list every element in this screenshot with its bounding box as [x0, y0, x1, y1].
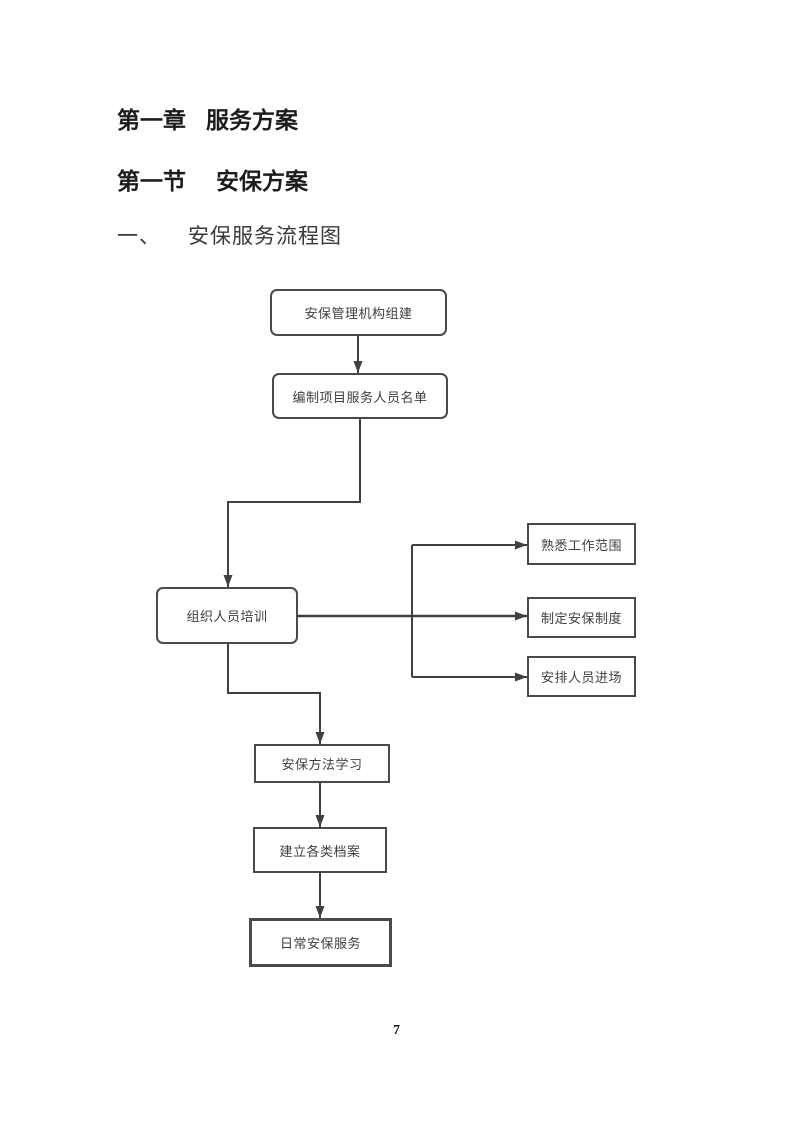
- flow-node-org-setup-label: 安保管理机构组建: [304, 306, 413, 321]
- flow-node-roster-label: 编制项目服务人员名单: [292, 389, 428, 405]
- flow-node-org-setup: 安保管理机构组建: [270, 289, 447, 336]
- chapter-heading: 第一章服务方案: [117, 101, 298, 135]
- section-number: 第一节: [117, 169, 186, 194]
- flow-node-training-label: 组织人员培训: [186, 609, 268, 624]
- flow-node-archive: 建立各类档案: [253, 827, 387, 873]
- subsection-number: 一、: [117, 224, 161, 248]
- flow-node-rules: 制定安保制度: [527, 597, 636, 638]
- subsection-heading: 一、 安保服务流程图: [117, 220, 342, 250]
- flow-node-entry: 安排人员进场: [527, 656, 636, 697]
- flow-node-training: 组织人员培训: [156, 587, 298, 644]
- flow-node-entry-label: 安排人员进场: [540, 670, 622, 685]
- flow-node-rules-label: 制定安保制度: [540, 611, 622, 626]
- chapter-title: 服务方案: [206, 108, 298, 133]
- connector-training-to-study: [227, 644, 325, 744]
- section-title: 安保方案: [216, 169, 308, 194]
- flow-node-roster: 编制项目服务人员名单: [272, 373, 448, 419]
- page-number: 7: [393, 1023, 400, 1038]
- subsection-title: 安保服务流程图: [188, 224, 342, 248]
- flow-node-archive-label: 建立各类档案: [279, 843, 361, 859]
- flow-node-daily-label: 日常安保服务: [279, 936, 361, 951]
- chapter-number: 第一章: [117, 108, 186, 133]
- flow-node-scope: 熟悉工作范围: [527, 523, 636, 565]
- section-heading: 第一节 安保方案: [117, 162, 308, 196]
- flow-node-study-label: 安保方法学习: [281, 757, 363, 772]
- flow-node-scope-label: 熟悉工作范围: [540, 537, 622, 553]
- flow-node-daily: 日常安保服务: [249, 918, 392, 967]
- flow-node-study: 安保方法学习: [254, 744, 390, 783]
- connector-roster-to-training: [223, 419, 361, 587]
